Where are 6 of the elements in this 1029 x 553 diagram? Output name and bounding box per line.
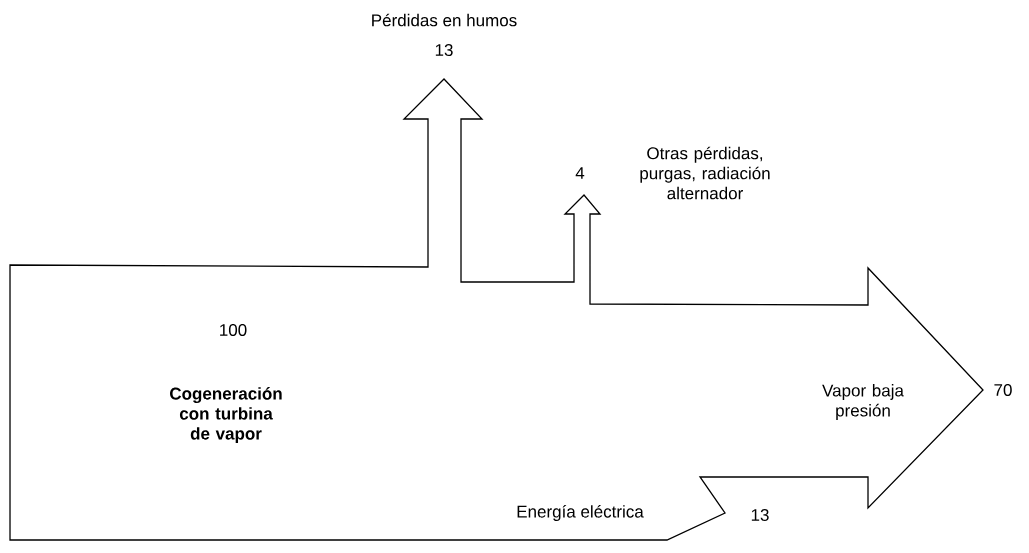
flow-value: 4 [575,167,585,179]
flow-value: 13 [751,508,769,521]
flow-value: 70 [994,383,1012,396]
flow-label: Otras pérdidas, purgas, radiación alternador [640,146,770,200]
flow-value: 13 [435,44,453,56]
flow-label: Pérdidas en humos [372,13,517,27]
